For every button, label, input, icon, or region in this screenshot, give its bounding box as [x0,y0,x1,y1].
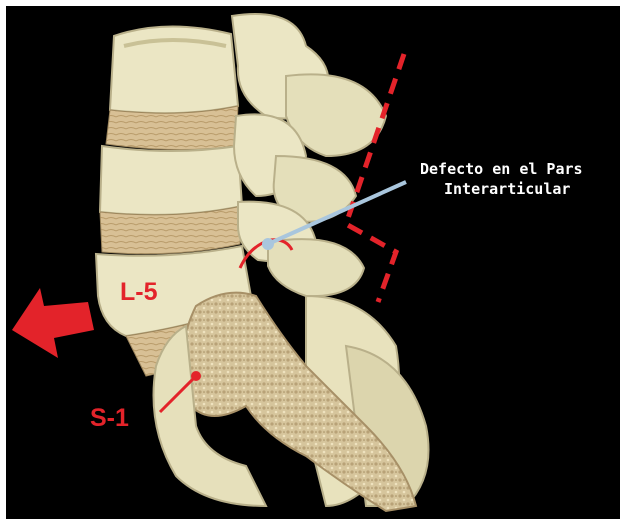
arrow-left-down-icon [12,288,94,358]
label-l5: L-5 [120,278,158,306]
illustration-frame: L-5 S-1 Defecto en el Pars Interarticula… [6,6,620,519]
vertebra-l3 [110,26,238,113]
dot-marker-icon [262,238,274,250]
s1-dot-marker-icon [191,371,201,381]
annotation-line-2: Interarticular [444,180,570,198]
spine-illustration: L-5 S-1 Defecto en el Pars Interarticula… [6,6,620,519]
label-s1: S-1 [90,404,129,432]
annotation-line-1: Defecto en el Pars [420,160,583,178]
vertebra-l4 [100,146,242,215]
